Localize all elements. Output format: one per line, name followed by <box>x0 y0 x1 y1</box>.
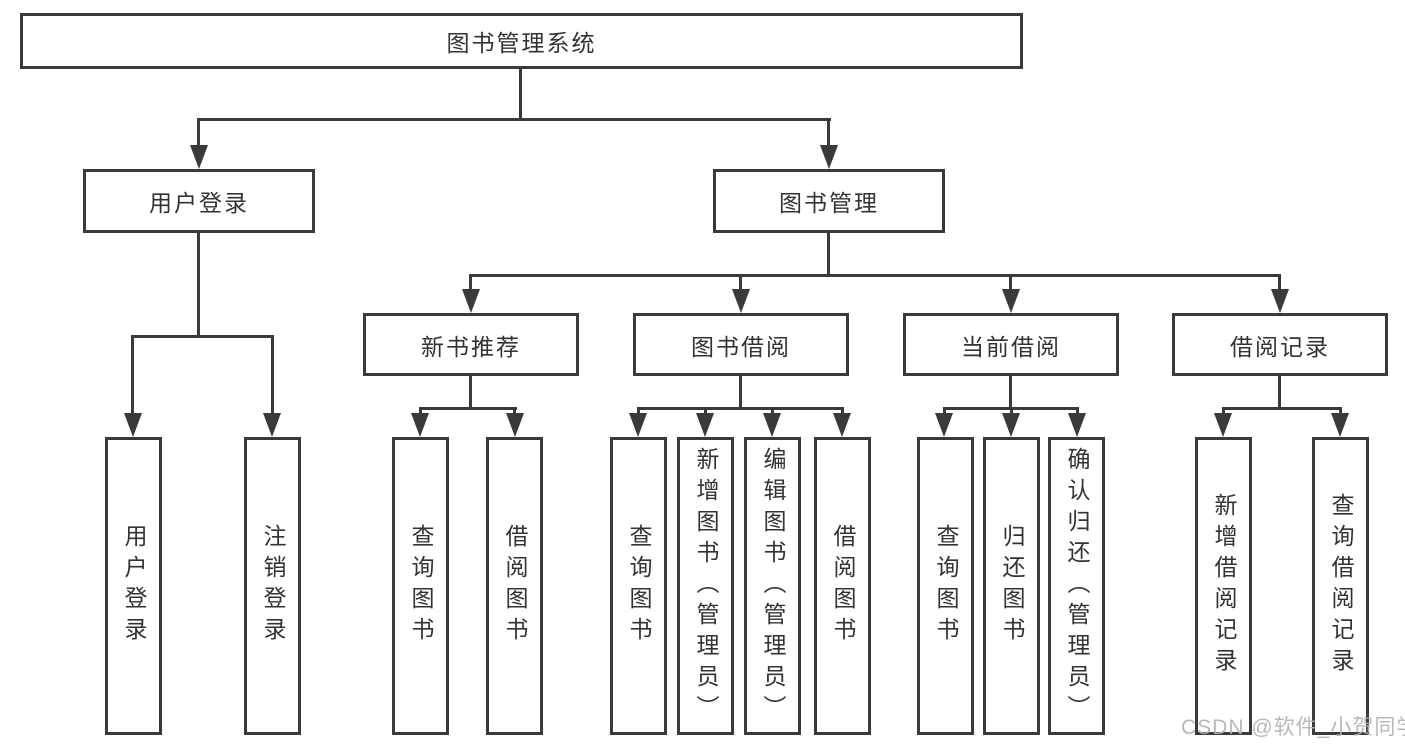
connector-line <box>771 407 774 417</box>
arrow-down-icon <box>190 145 208 169</box>
connector-line <box>1278 376 1281 410</box>
arrow-down-icon <box>506 413 524 437</box>
node-book-borrow: 图书借阅 <box>633 313 849 376</box>
arrow-down-icon <box>1002 413 1020 437</box>
connector-line <box>198 118 831 121</box>
connector-line <box>419 407 517 410</box>
leaf-borrow-books-2-label: 借阅图书 <box>830 524 856 648</box>
connector-line <box>197 233 200 338</box>
node-root: 图书管理系统 <box>20 13 1023 69</box>
leaf-add-borrow-record-label: 新增借阅记录 <box>1211 493 1237 679</box>
connector-line <box>1339 407 1342 417</box>
csdn-watermark: CSDN @软件_小贺同学 <box>1181 716 1405 739</box>
node-book-borrow-label: 图书借阅 <box>691 333 791 360</box>
leaf-query-borrow-record-label: 查询借阅记录 <box>1328 493 1354 679</box>
arrow-down-icon <box>1331 413 1349 437</box>
arrow-down-icon <box>935 413 953 437</box>
arrow-down-icon <box>820 145 838 169</box>
connector-line <box>1222 407 1342 410</box>
connector-line <box>513 407 516 417</box>
leaf-add-borrow-record: 新增借阅记录 <box>1195 437 1252 735</box>
leaf-return-books-label: 归还图书 <box>999 524 1025 648</box>
arrow-down-icon <box>1271 289 1289 313</box>
connector-line <box>1278 274 1281 293</box>
connector-line <box>469 376 472 410</box>
leaf-borrow-books-1-label: 借阅图书 <box>502 524 528 648</box>
connector-line <box>1009 376 1012 410</box>
leaf-logout-label: 注销登录 <box>260 524 286 648</box>
leaf-query-books-3: 查询图书 <box>917 437 974 735</box>
node-new-book-recommend-label: 新书推荐 <box>421 333 521 360</box>
connector-line <box>739 376 742 410</box>
connector-line <box>637 407 640 417</box>
connector-line <box>197 118 200 150</box>
connector-line <box>469 274 472 293</box>
node-book-management-label: 图书管理 <box>779 190 879 216</box>
leaf-confirm-return-admin-label: 确认归还（管理员） <box>1064 446 1090 726</box>
leaf-query-books-1: 查询图书 <box>392 437 449 735</box>
connector-line <box>271 335 274 417</box>
arrow-down-icon <box>1068 413 1086 437</box>
node-book-management: 图书管理 <box>713 169 945 233</box>
leaf-add-books-admin: 新增图书（管理员） <box>677 437 734 735</box>
connector-line <box>827 233 830 277</box>
leaf-query-books-2-label: 查询图书 <box>626 524 652 648</box>
connector-line <box>827 118 830 150</box>
arrow-down-icon <box>1002 289 1020 313</box>
connector-line <box>943 407 946 417</box>
connector-line <box>637 407 844 410</box>
connector-line <box>841 407 844 417</box>
node-current-borrow: 当前借阅 <box>903 313 1119 376</box>
connector-line <box>1010 407 1013 417</box>
arrow-down-icon <box>732 289 750 313</box>
arrow-down-icon <box>833 413 851 437</box>
leaf-edit-books-admin-label: 编辑图书（管理员） <box>760 446 786 726</box>
leaf-add-books-admin-label: 新增图书（管理员） <box>693 446 719 726</box>
leaf-query-books-3-label: 查询图书 <box>933 524 959 648</box>
node-borrow-records-label: 借阅记录 <box>1230 333 1330 360</box>
arrow-down-icon <box>124 413 142 437</box>
leaf-logout: 注销登录 <box>244 437 301 735</box>
connector-line <box>739 274 742 293</box>
leaf-edit-books-admin: 编辑图书（管理员） <box>744 437 801 735</box>
connector-line <box>1076 407 1079 417</box>
leaf-user-login-label: 用户登录 <box>121 524 147 648</box>
node-user-login-label: 用户登录 <box>149 190 249 216</box>
arrow-down-icon <box>1214 413 1232 437</box>
arrow-down-icon <box>629 413 647 437</box>
arrow-down-icon <box>763 413 781 437</box>
arrow-down-icon <box>263 413 281 437</box>
connector-line <box>519 69 522 121</box>
connector-line <box>704 407 707 417</box>
leaf-query-borrow-record: 查询借阅记录 <box>1312 437 1369 735</box>
leaf-confirm-return-admin: 确认归还（管理员） <box>1048 437 1105 735</box>
leaf-query-books-2: 查询图书 <box>610 437 667 735</box>
leaf-user-login: 用户登录 <box>105 437 162 735</box>
node-current-borrow-label: 当前借阅 <box>961 333 1061 360</box>
connector-line <box>132 335 274 338</box>
leaf-query-books-1-label: 查询图书 <box>408 524 434 648</box>
connector-line <box>471 274 1281 277</box>
arrow-down-icon <box>411 413 429 437</box>
arrow-down-icon <box>462 289 480 313</box>
leaf-return-books: 归还图书 <box>983 437 1040 735</box>
node-user-login: 用户登录 <box>83 169 315 233</box>
node-new-book-recommend: 新书推荐 <box>363 313 579 376</box>
arrow-down-icon <box>696 413 714 437</box>
connector-line <box>131 335 134 417</box>
leaf-borrow-books-2: 借阅图书 <box>814 437 871 735</box>
connector-line <box>1009 274 1012 293</box>
connector-line <box>1222 407 1225 417</box>
connector-line <box>419 407 422 417</box>
node-borrow-records: 借阅记录 <box>1172 313 1388 376</box>
node-root-label: 图书管理系统 <box>446 30 597 56</box>
leaf-borrow-books-1: 借阅图书 <box>486 437 543 735</box>
